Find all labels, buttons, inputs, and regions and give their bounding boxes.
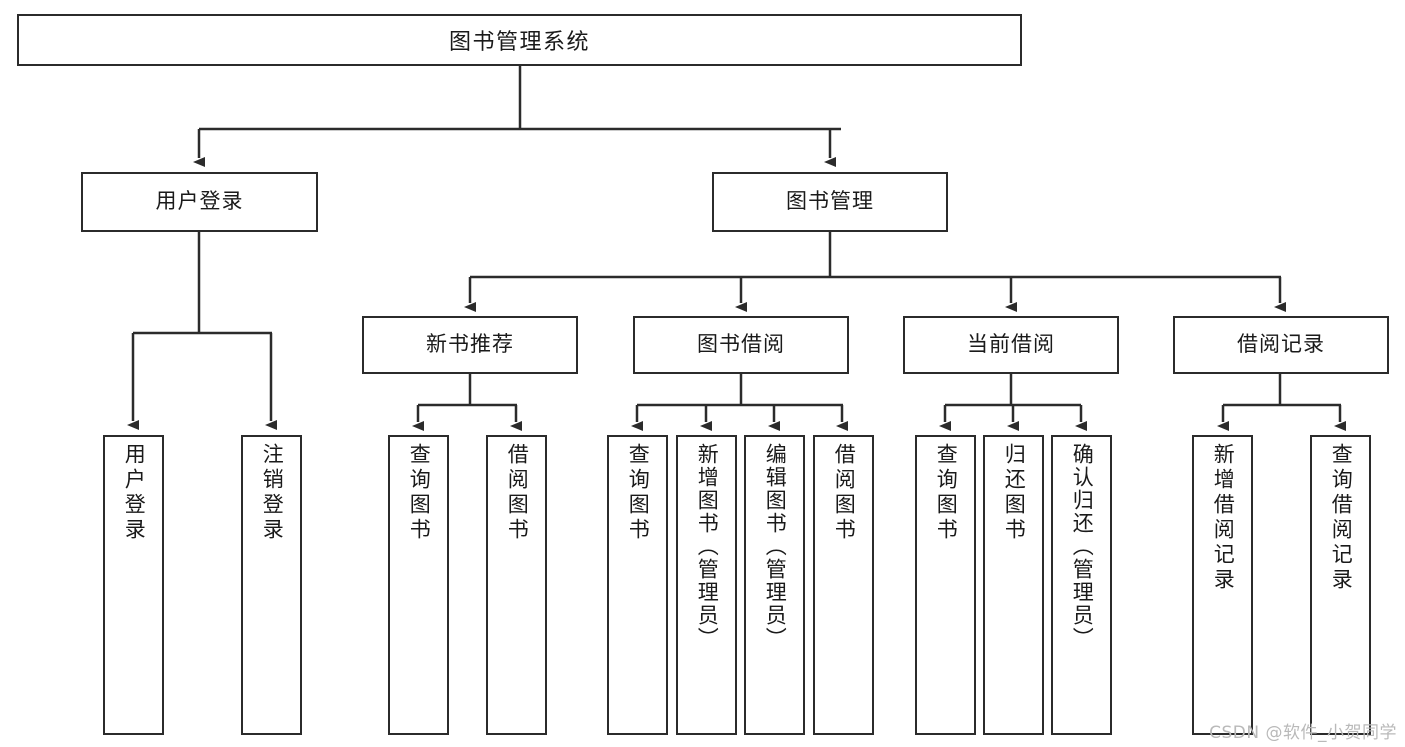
- leaf-label: 归还图书: [1002, 443, 1027, 543]
- node-leaf-rec-query[interactable]: 查询图书: [388, 435, 449, 735]
- node-root-label: 图书管理系统: [448, 30, 590, 55]
- node-current-borrow-label: 当前借阅: [967, 332, 1055, 357]
- node-borrow-record-label: 借阅记录: [1237, 332, 1325, 357]
- leaf-label: 注销登录: [260, 443, 285, 543]
- leaf-label: 查询图书: [407, 443, 432, 543]
- leaf-label: 用户登录: [122, 443, 147, 543]
- leaf-label: 借阅图书: [505, 443, 530, 543]
- leaf-label: 新增图书（管理员）: [695, 443, 720, 650]
- node-book-manage[interactable]: 图书管理: [712, 172, 948, 232]
- leaf-label: 查询图书: [626, 443, 651, 543]
- node-leaf-record-query[interactable]: 查询借阅记录: [1310, 435, 1371, 735]
- leaf-label: 编辑图书（管理员）: [763, 443, 788, 650]
- node-leaf-user-login[interactable]: 用户登录: [103, 435, 164, 735]
- node-leaf-user-logout[interactable]: 注销登录: [241, 435, 302, 735]
- csdn-watermark: CSDN @软件_小贺同学: [1209, 723, 1397, 743]
- node-new-book-rec-label: 新书推荐: [426, 332, 514, 357]
- node-current-borrow[interactable]: 当前借阅: [903, 316, 1119, 374]
- node-leaf-borrow-lend[interactable]: 借阅图书: [813, 435, 874, 735]
- node-book-borrow[interactable]: 图书借阅: [633, 316, 849, 374]
- leaf-label: 查询借阅记录: [1329, 443, 1354, 593]
- node-user-login[interactable]: 用户登录: [81, 172, 318, 232]
- node-book-borrow-label: 图书借阅: [697, 332, 785, 357]
- node-leaf-cur-query[interactable]: 查询图书: [915, 435, 976, 735]
- node-leaf-cur-confirm[interactable]: 确认归还（管理员）: [1051, 435, 1112, 735]
- node-leaf-record-add[interactable]: 新增借阅记录: [1192, 435, 1253, 735]
- node-leaf-rec-borrow[interactable]: 借阅图书: [486, 435, 547, 735]
- node-leaf-cur-return[interactable]: 归还图书: [983, 435, 1044, 735]
- leaf-label: 新增借阅记录: [1211, 443, 1236, 593]
- leaf-label: 借阅图书: [832, 443, 857, 543]
- node-book-manage-label: 图书管理: [786, 189, 874, 214]
- leaf-label: 查询图书: [934, 443, 959, 543]
- leaf-label: 确认归还（管理员）: [1070, 443, 1095, 650]
- node-leaf-borrow-query[interactable]: 查询图书: [607, 435, 668, 735]
- node-borrow-record[interactable]: 借阅记录: [1173, 316, 1389, 374]
- node-root[interactable]: 图书管理系统: [17, 14, 1022, 66]
- node-leaf-borrow-add[interactable]: 新增图书（管理员）: [676, 435, 737, 735]
- node-user-login-label: 用户登录: [155, 189, 244, 214]
- node-leaf-borrow-edit[interactable]: 编辑图书（管理员）: [744, 435, 805, 735]
- node-new-book-rec[interactable]: 新书推荐: [362, 316, 578, 374]
